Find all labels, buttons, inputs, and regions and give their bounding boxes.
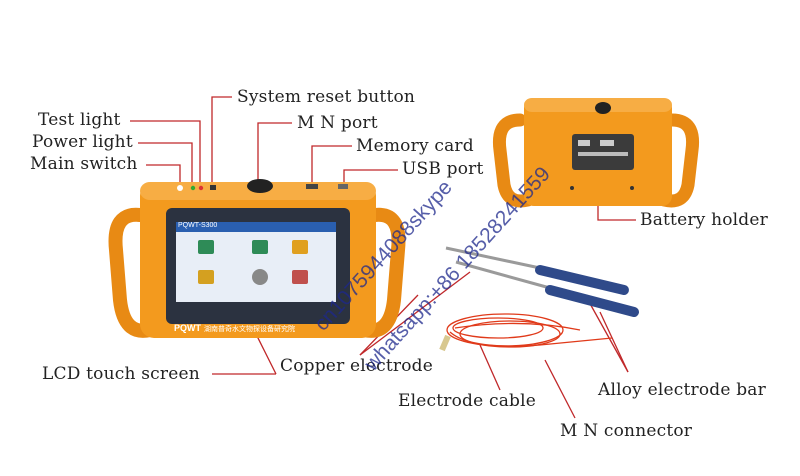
- alloy-electrode-bars: [445, 246, 639, 317]
- label-main-switch: Main switch: [30, 154, 138, 174]
- device-company: 湖南普奇水文物探设备研究院: [204, 325, 295, 333]
- app-icon: [252, 269, 268, 285]
- app-icon: [198, 270, 214, 284]
- electrode-cable: [439, 313, 613, 352]
- label-alloy-electrode-bar: Alloy electrode bar: [598, 380, 766, 400]
- label-copper-electrode: Copper electrode: [280, 356, 434, 376]
- main-device: [108, 179, 406, 338]
- callout-lines: [130, 96, 636, 419]
- device-brand: PQWT: [174, 323, 201, 333]
- label-mn-port: M N port: [297, 113, 378, 133]
- label-battery-holder: Battery holder: [640, 210, 768, 230]
- label-test-light: Test light: [38, 110, 121, 130]
- label-usb-port: USB port: [402, 159, 484, 179]
- label-electrode-cable: Electrode cable: [398, 391, 537, 411]
- label-memory-card: Memory card: [356, 136, 474, 156]
- battery-holder-device: [492, 98, 700, 208]
- label-system-reset-button: System reset button: [237, 87, 416, 107]
- app-icon: [292, 270, 308, 284]
- label-power-light: Power light: [32, 132, 133, 152]
- label-mn-connector: M N connector: [560, 421, 693, 441]
- app-icon: [198, 240, 214, 254]
- label-lcd-touch-screen: LCD touch screen: [42, 364, 200, 384]
- app-icon: [252, 240, 268, 254]
- lcd-touch-screen: [176, 222, 336, 302]
- screen-model: PQWT-S300: [178, 222, 218, 229]
- app-icon: [292, 240, 308, 254]
